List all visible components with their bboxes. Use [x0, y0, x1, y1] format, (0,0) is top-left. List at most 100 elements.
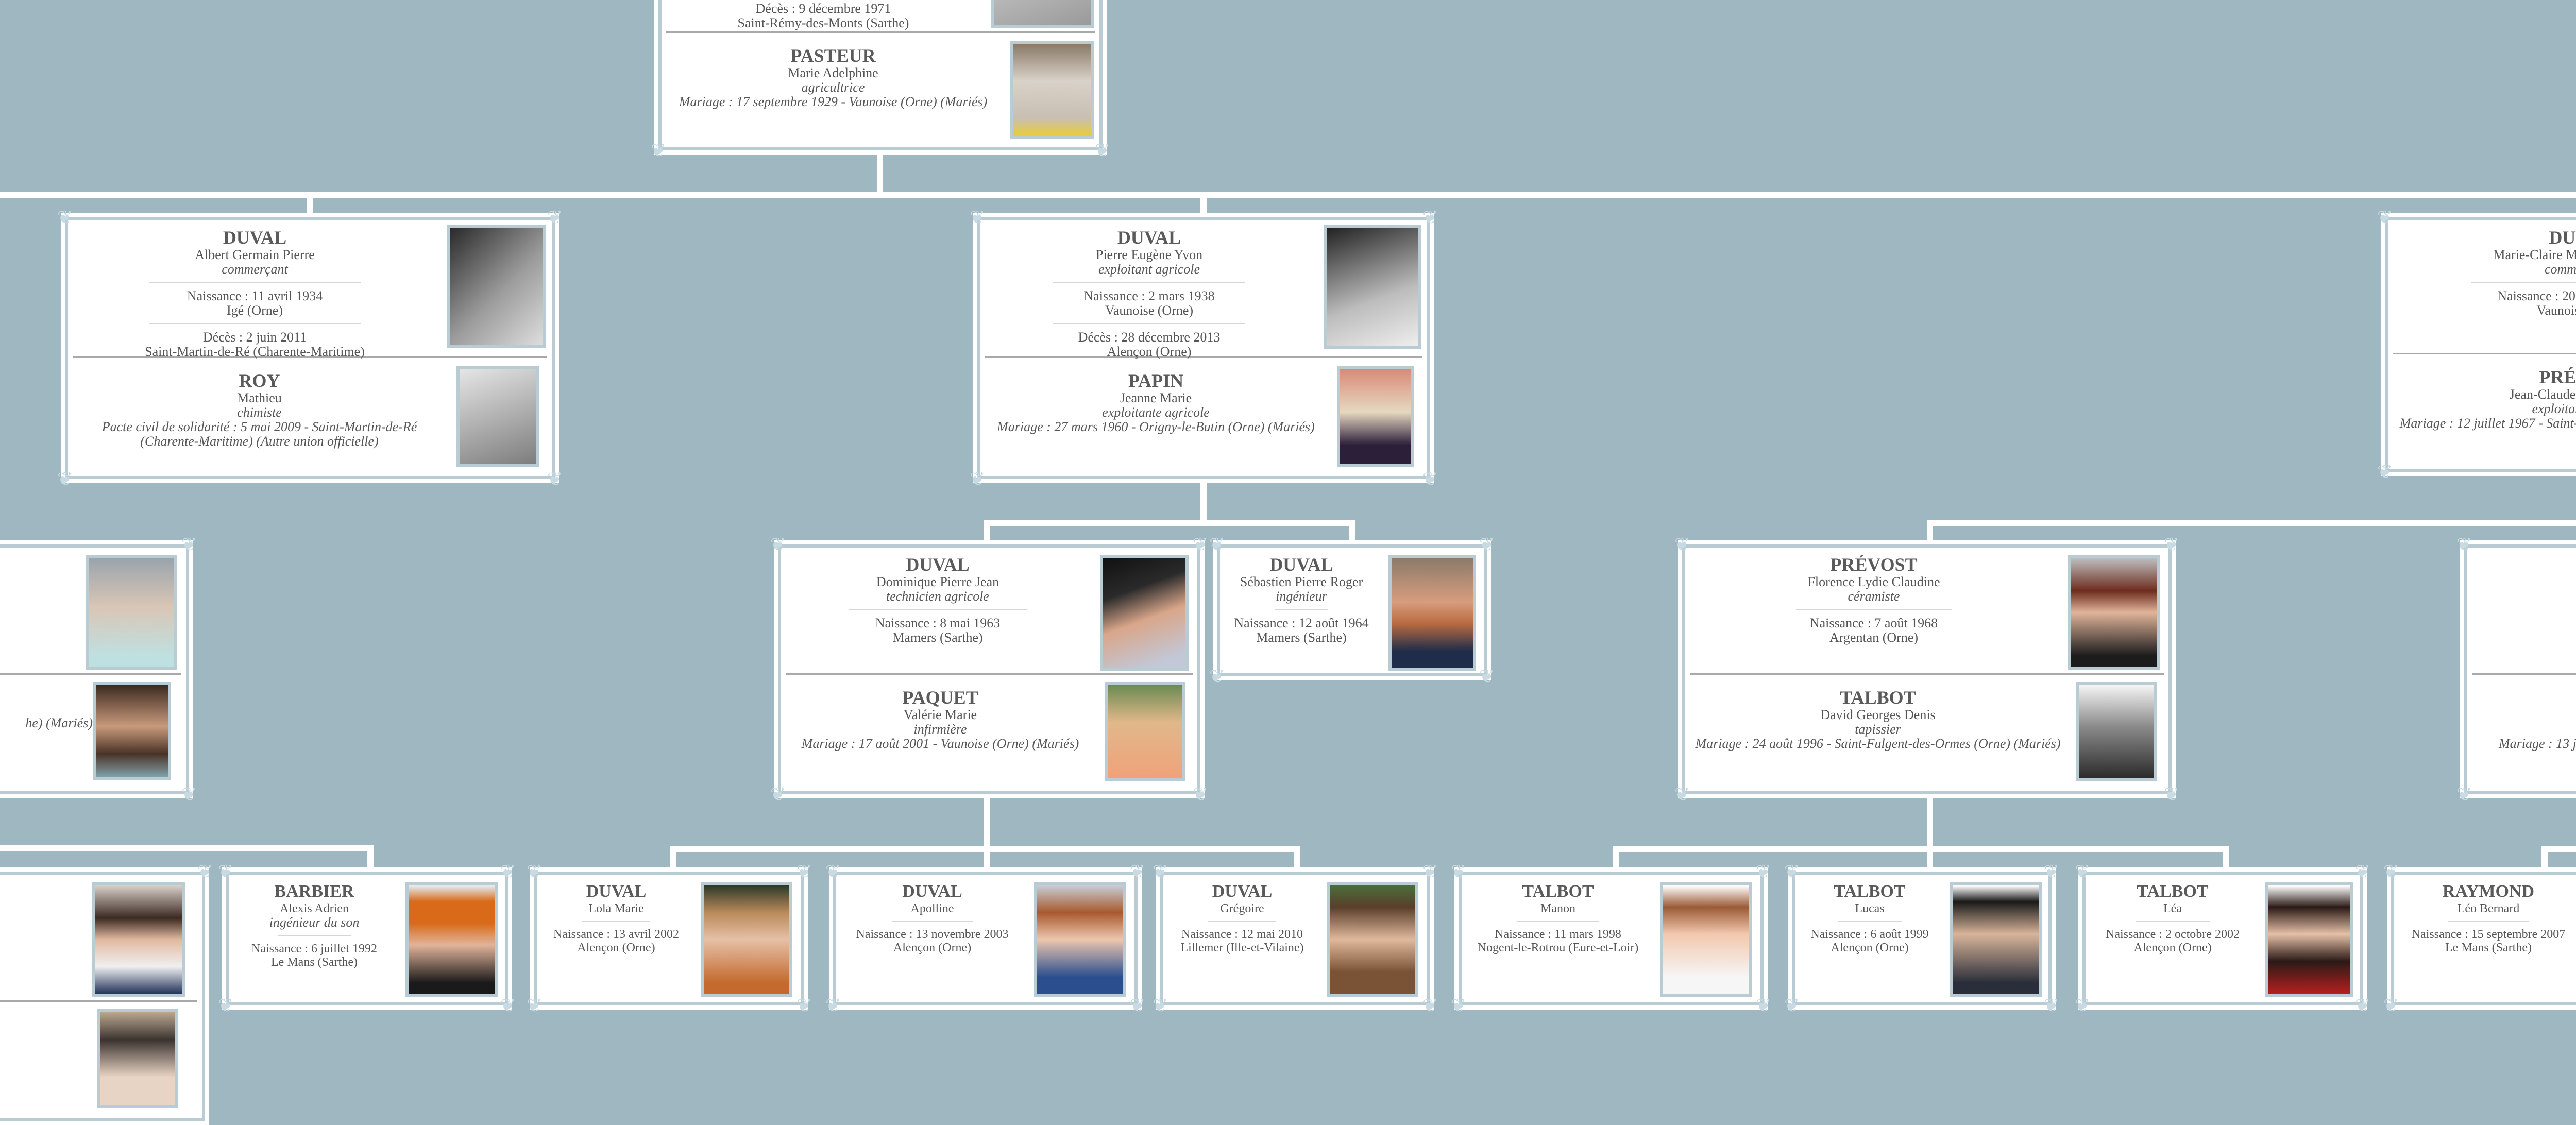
occupation: ingénieur [1276, 589, 1327, 604]
person-partial-primary[interactable] [0, 869, 208, 1000]
connector-to-florence [1927, 520, 1933, 541]
ornament-icon: ❦ [500, 995, 516, 1016]
connector-to-gen2-a [307, 192, 313, 213]
birth-date: Naissance : 11 mars 1998 [1495, 928, 1621, 941]
family-card-sebastien[interactable]: ❦❦❦❦ DUVAL Sébastien Pierre Roger ingéni… [1209, 535, 1495, 686]
given-names: Jean-Claude Albert Eugène [2509, 387, 2576, 402]
person-sebastien-duval[interactable]: DUVAL Sébastien Pierre Roger ingénieur N… [1214, 542, 1489, 671]
ornament-icon: ❦ [1422, 207, 1438, 228]
person-david-talbot[interactable]: TALBOT David Georges Denis tapissier Mar… [1680, 675, 2174, 781]
ornament-icon: ❦ [1129, 861, 1146, 882]
person-mathieu-roy[interactable]: ROY Mathieu chimiste Pacte civil de soli… [62, 358, 557, 467]
person-valerie-paquet[interactable]: PAQUET Valérie Marie infirmière Mariage … [775, 675, 1203, 781]
occupation: éducatrice [2462, 589, 2576, 604]
person-albert-duval[interactable]: DUVAL Albert Germain Pierre commerçant N… [62, 215, 557, 359]
person-card-manon-talbot[interactable]: ❦❦❦❦ TALBOT Manon Naissance : 11 mars 19… [1451, 862, 1771, 1015]
photo-portrait [405, 882, 498, 997]
birth-place: Argentan (Orne) [1829, 630, 1919, 645]
family-card-marieclaire-prevost[interactable]: ❦❦❦❦ DUVAL Marie-Claire Madelaine Camill… [2377, 208, 2576, 481]
birth-place: Vaunoise (Orne) [2536, 303, 2576, 318]
couple-divider [2393, 353, 2576, 354]
ornament-icon: ❦ [650, 140, 667, 161]
family-card-christine-raymond[interactable]: ❦❦❦❦ PRÉVOST Christine Évelyne Albertine… [2456, 535, 2576, 804]
person-root-spouse[interactable]: PASTEUR Marie Adelphine agricultrice Mar… [656, 33, 1105, 139]
person-card-lola-duval[interactable]: ❦❦❦❦ DUVAL Lola Marie Naissance : 13 avr… [527, 862, 812, 1015]
surname: RAYMOND [2442, 882, 2535, 901]
surname: DUVAL [2549, 227, 2576, 248]
person-card-apolline-duval[interactable]: ❦❦❦❦ DUVAL Apolline Naissance : 13 novem… [825, 862, 1145, 1015]
family-card-florence-talbot[interactable]: ❦❦❦❦ PRÉVOST Florence Lydie Claudine cér… [1674, 535, 2179, 804]
ornament-icon: ❦ [1422, 861, 1438, 882]
portrait-bw-man [994, 0, 1091, 25]
person-dominique-duval[interactable]: DUVAL Dominique Pierre Jean technicien a… [775, 542, 1203, 673]
person-card-gregoire-duval[interactable]: ❦❦❦❦ DUVAL Grégoire Naissance : 12 mai 2… [1153, 862, 1438, 1015]
birth-date: Naissance : 10 janvier 1971 [2462, 616, 2576, 630]
ornament-icon: ❦ [2377, 207, 2393, 228]
person-card-lea-talbot[interactable]: ❦❦❦❦ TALBOT Léa Naissance : 2 octobre 20… [2075, 862, 2370, 1015]
family-card-root[interactable]: ❦ ❦ Décès : 9 décembre 1971 Saint-Rémy-d… [651, 0, 1110, 160]
photo-portrait [456, 366, 539, 467]
ornament-icon: ❦ [2383, 861, 2399, 882]
separator [1517, 921, 1599, 922]
portrait-blonde-woman [1108, 685, 1182, 778]
person-root-primary[interactable]: Décès : 9 décembre 1971 Saint-Rémy-des-M… [656, 0, 1105, 31]
ornament-icon: ❦ [1784, 861, 1800, 882]
person-jeanne-papin[interactable]: PAPIN Jeanne Marie exploitante agricole … [975, 358, 1433, 467]
birth-date: Naissance : 7 août 1968 [1809, 616, 1938, 630]
ornament-icon: ❦ [969, 207, 986, 228]
person-christine-prevost[interactable]: PRÉVOST Christine Évelyne Albertine éduc… [2462, 542, 2576, 673]
ornament-icon: ❦ [796, 861, 812, 882]
portrait-man [100, 1012, 175, 1105]
ornament-icon: ❦ [796, 995, 812, 1016]
surname: DUVAL [586, 882, 647, 901]
surname: PASTEUR [790, 45, 876, 66]
connector-to-lola [670, 846, 676, 867]
given-names: Mathieu [237, 390, 282, 405]
person-partial-primary[interactable] [0, 542, 192, 673]
person-partial-spouse[interactable]: he) (Mariés) [0, 675, 192, 780]
photo-portrait [2265, 882, 2353, 997]
portrait-elderly-woman [1013, 44, 1091, 136]
person-marieclaire-duval[interactable]: DUVAL Marie-Claire Madelaine Camille com… [2382, 215, 2576, 353]
connector-left-down [0, 845, 374, 851]
ornament-icon: ❦ [1152, 861, 1168, 882]
family-card-pierre-papin[interactable]: ❦❦❦❦ DUVAL Pierre Eugène Yvon exploitant… [970, 208, 1438, 488]
birth-date: Naissance : 12 août 1964 [1234, 616, 1369, 630]
death-date: Décès : 2 juin 2011 [202, 330, 307, 345]
surname: DUVAL [223, 227, 287, 248]
surname: RAYMOND [2462, 687, 2576, 708]
ornament-icon: ❦ [1479, 666, 1495, 687]
family-card-partial-gen4-left[interactable]: ❦ [0, 862, 213, 1125]
birth-place: Lillemer (Ille-et-Vilaine) [1180, 941, 1304, 954]
person-jules-raymond[interactable]: RAYMOND Jules plombier Mariage : 13 juil… [2462, 675, 2576, 781]
person-jeanclaude-prevost[interactable]: PRÉVOST Jean-Claude Albert Eugène exploi… [2382, 354, 2576, 459]
person-pierre-duval[interactable]: DUVAL Pierre Eugène Yvon exploitant agri… [975, 215, 1433, 359]
family-card-partial-left[interactable]: ❦❦ he) (Mariés) [0, 535, 197, 804]
family-card-dominique-paquet[interactable]: ❦❦❦❦ DUVAL Dominique Pierre Jean technic… [770, 535, 1208, 804]
union-info: Mariage : 12 juillet 1967 - Saint-Rémy-d… [2399, 416, 2576, 431]
photo-portrait [2068, 555, 2160, 670]
connector-gen3-bar-right [1927, 520, 2576, 526]
person-card-lucas-talbot[interactable]: ❦❦❦❦ TALBOT Lucas Naissance : 6 août 199… [1784, 862, 2059, 1015]
union-info: Pacte civil de solidarité : 5 mai 2009 -… [101, 419, 417, 449]
ornament-icon: ❦ [1450, 861, 1467, 882]
death-date: Décès : 9 décembre 1971 [755, 1, 891, 16]
person-card-leo-raymond[interactable]: ❦❦❦❦ RAYMOND Léo Bernard Naissance : 15 … [2383, 862, 2576, 1015]
portrait-bw-man-glasses [460, 369, 536, 464]
couple-divider [786, 673, 1193, 675]
portrait-bw-grey-man [2079, 685, 2154, 778]
family-card-albert-roy[interactable]: ❦❦❦❦ DUVAL Albert Germain Pierre commerç… [57, 208, 563, 488]
birth-date: Naissance : 2 mars 1938 [1083, 288, 1215, 303]
person-partial-spouse[interactable] [0, 1002, 208, 1108]
portrait-bw-man [1327, 228, 1418, 346]
person-florence-prevost[interactable]: PRÉVOST Florence Lydie Claudine céramist… [1680, 542, 2174, 673]
ornament-icon: ❦ [181, 534, 197, 555]
connector-to-gen2-b [1200, 192, 1207, 213]
person-card-alexis-barbier[interactable]: ❦❦❦❦ BARBIER Alexis Adrien ingénieur du … [218, 862, 516, 1015]
couple-divider [0, 673, 181, 675]
connector-to-lea-talbot [2223, 846, 2229, 867]
separator [891, 921, 973, 922]
couple-divider [0, 1000, 197, 1002]
ornament-icon: ❦ [197, 861, 213, 882]
connector-gen4-bar-talbot [1613, 846, 2229, 852]
